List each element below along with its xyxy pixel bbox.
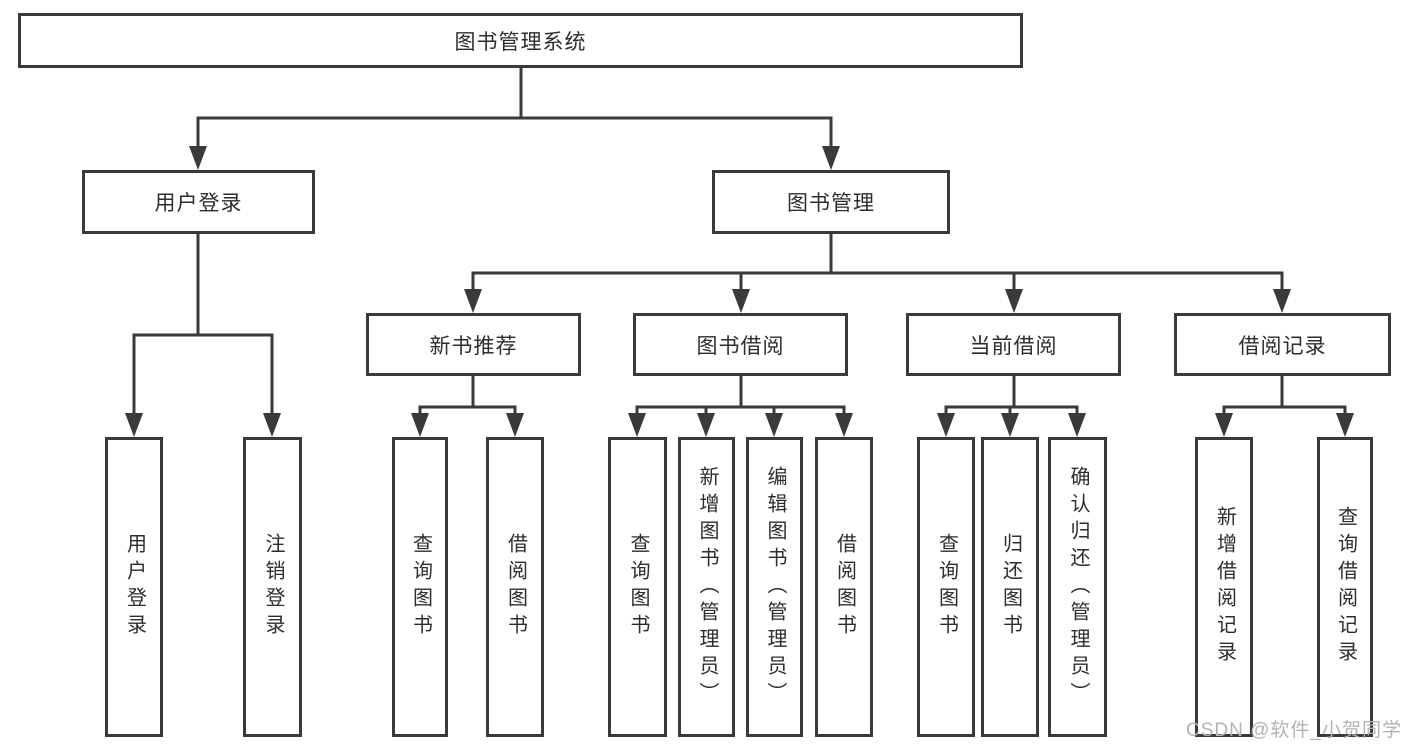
leaf-current-query-book-label: 查询图书 bbox=[935, 533, 958, 641]
leaf-borrow-query-book-label: 查询图书 bbox=[627, 533, 649, 641]
leaf-user-login-label: 用户登录 bbox=[123, 533, 146, 641]
leaf-newbook-query-book: 查询图书 bbox=[392, 437, 448, 737]
leaf-edit-book-admin: 编辑图书（管理员） bbox=[746, 437, 803, 737]
leaf-edit-book-admin-label: 编辑图书（管理员） bbox=[764, 465, 786, 709]
node-user-login-label: 用户登录 bbox=[154, 192, 243, 215]
node-current-borrow-label: 当前借阅 bbox=[969, 334, 1058, 358]
node-new-book-recommend: 新书推荐 bbox=[366, 313, 581, 376]
leaf-borrow-borrow-book-label: 借阅图书 bbox=[833, 533, 856, 641]
leaf-return-book-label: 归还图书 bbox=[999, 533, 1022, 641]
leaf-user-login: 用户登录 bbox=[105, 437, 163, 737]
leaf-borrow-borrow-book: 借阅图书 bbox=[815, 437, 873, 737]
node-root-system-label: 图书管理系统 bbox=[454, 30, 587, 54]
leaf-newbook-query-book-label: 查询图书 bbox=[409, 533, 432, 641]
leaf-add-borrow-record: 新增借阅记录 bbox=[1195, 437, 1253, 737]
node-book-borrow-label: 图书借阅 bbox=[696, 334, 785, 358]
leaf-newbook-borrow-book-label: 借阅图书 bbox=[504, 533, 527, 641]
node-root-system: 图书管理系统 bbox=[18, 13, 1023, 68]
leaf-return-book: 归还图书 bbox=[981, 437, 1039, 737]
leaf-query-borrow-record: 查询借阅记录 bbox=[1317, 437, 1373, 737]
csdn-watermark: CSDN @软件_小贺同学 bbox=[1186, 720, 1402, 741]
node-borrow-record-label: 借阅记录 bbox=[1238, 334, 1327, 358]
node-user-login: 用户登录 bbox=[82, 170, 315, 234]
leaf-confirm-return-admin-label: 确认归还（管理员） bbox=[1067, 465, 1089, 709]
leaf-borrow-query-book: 查询图书 bbox=[608, 437, 667, 737]
leaf-current-query-book: 查询图书 bbox=[917, 437, 975, 737]
leaf-logout-login: 注销登录 bbox=[243, 437, 302, 737]
leaf-logout-login-label: 注销登录 bbox=[262, 533, 284, 641]
arrowheads bbox=[125, 146, 1354, 437]
node-new-book-recommend-label: 新书推荐 bbox=[429, 334, 518, 358]
leaf-query-borrow-record-label: 查询借阅记录 bbox=[1334, 506, 1357, 668]
node-current-borrow: 当前借阅 bbox=[906, 313, 1121, 376]
node-book-management-label: 图书管理 bbox=[787, 192, 875, 215]
node-book-management: 图书管理 bbox=[712, 170, 950, 234]
leaf-add-book-admin-label: 新增图书（管理员） bbox=[696, 465, 718, 709]
leaf-newbook-borrow-book: 借阅图书 bbox=[486, 437, 544, 737]
leaf-confirm-return-admin: 确认归还（管理员） bbox=[1048, 437, 1107, 737]
node-book-borrow: 图书借阅 bbox=[633, 313, 848, 376]
leaf-add-book-admin: 新增图书（管理员） bbox=[678, 437, 735, 737]
leaf-add-borrow-record-label: 新增借阅记录 bbox=[1213, 506, 1236, 668]
node-borrow-record: 借阅记录 bbox=[1174, 313, 1391, 376]
